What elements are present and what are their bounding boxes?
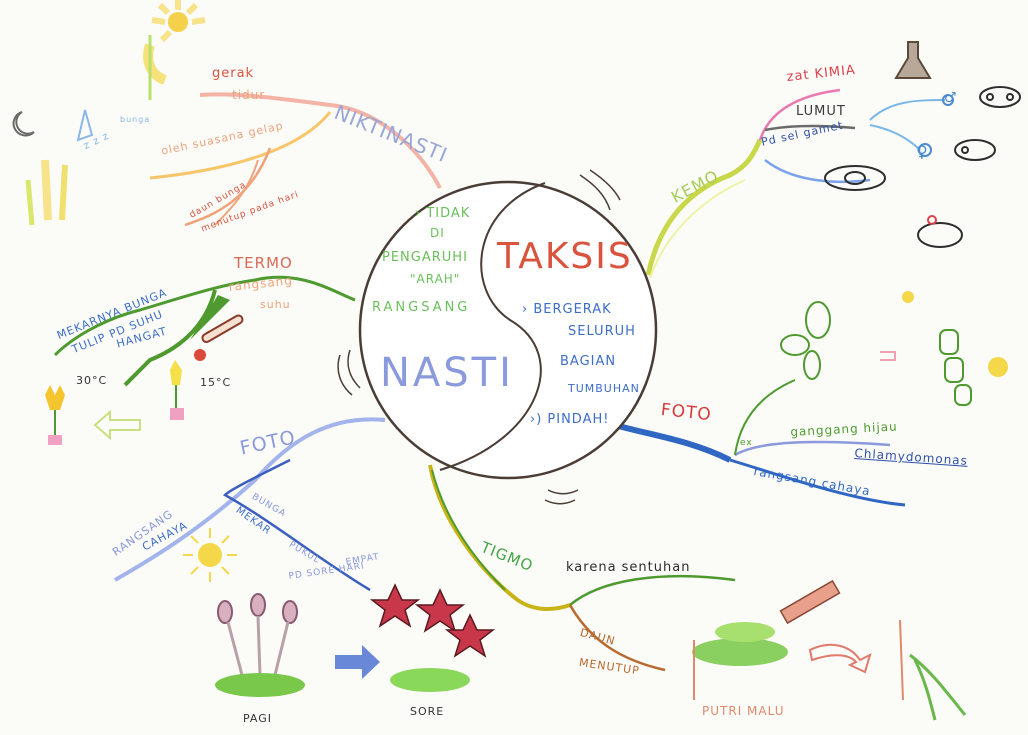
termo-suhu: suhu [260, 298, 291, 311]
niktinasti-bunga: bunga [120, 115, 151, 124]
kemo-female-symbol: ♀ [916, 142, 929, 161]
yin-yang-divider [439, 182, 546, 471]
taksis-line-5: ›) PINDAH! [530, 412, 610, 427]
niktinasti-branch [149, 92, 442, 227]
kemo-lumut: LUMUT [796, 104, 846, 119]
moss-drawings [824, 86, 1021, 248]
nasti-line-5: RANGSANG [372, 300, 471, 315]
taksis-line-1: › BERGERAK [522, 302, 612, 317]
taksis-title: TAKSIS [497, 236, 633, 277]
kemo-male-symbol: ♂ [944, 90, 958, 106]
sun-flower-drawing [143, 0, 206, 100]
termo-30c: 30°C [76, 374, 108, 387]
motion-mark-bottom [547, 489, 579, 495]
nasti-line-3: PENGARUHI [382, 250, 468, 265]
foto-left-branch [114, 417, 386, 592]
tigmo-sentuhan: karena sentuhan [566, 560, 691, 575]
tigmo-branch [428, 464, 736, 672]
nasti-title: NASTI [380, 350, 514, 396]
star-lily-drawing [369, 583, 496, 692]
arrow-right-icon [335, 645, 380, 679]
center-circle [337, 169, 658, 505]
pencil-icon [779, 579, 841, 625]
niktinasti-tidur: tidur [232, 88, 266, 102]
motion-mark-left [337, 354, 353, 396]
mimosa-leaf-drawing [692, 619, 967, 721]
termo-branch [53, 275, 356, 387]
flask-icon [894, 41, 932, 79]
termo-label: TERMO [234, 254, 293, 272]
sleeping-flower-drawing [25, 109, 94, 226]
niktinasti-gerak: gerak [212, 66, 255, 81]
kemo-branch [645, 88, 946, 279]
nasti-line-4: "ARAH" [410, 272, 461, 286]
tulip-drawing [45, 360, 184, 445]
arrow-left-icon [93, 409, 141, 441]
tigmo-putri-malu: PUTRI MALU [702, 704, 785, 718]
nasti-line-2: DI [430, 226, 445, 240]
foto-left-sore: SORE [410, 705, 445, 718]
foto-right-branch [614, 379, 906, 507]
sun-icon [183, 528, 237, 582]
moon-icon [12, 111, 35, 137]
foto-left-pagi: PAGI [243, 712, 273, 725]
taksis-line-3: BAGIAN [560, 354, 617, 369]
nasti-line-1: › TIDAK [415, 206, 471, 221]
curved-arrow-icon [808, 643, 872, 674]
taksis-line-4: TUMBUHAN [568, 382, 640, 395]
foto-right-ex: ex [740, 438, 753, 448]
flower-bud-drawing [215, 593, 305, 697]
taksis-line-2: SELURUH [568, 324, 636, 339]
central-circle-outline [358, 180, 658, 480]
motion-mark-top [579, 174, 611, 211]
termo-15c: 15°C [200, 376, 232, 389]
thermometer-icon [194, 314, 244, 361]
chlamydomonas-drawing [780, 291, 1008, 406]
